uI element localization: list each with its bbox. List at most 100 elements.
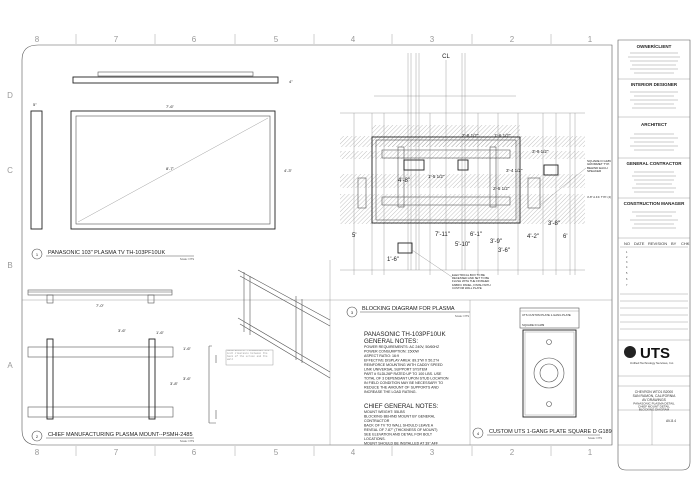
svg-text:4: 4 <box>626 266 628 269</box>
svg-text:1'-6 1/2": 1'-6 1/2" <box>494 133 511 138</box>
zone-label: 5 <box>274 35 279 44</box>
electrical-box <box>397 242 413 254</box>
svg-text:SEE ELEVATION AND DETAIL FOR B: SEE ELEVATION AND DETAIL FOR BOLT <box>364 433 433 437</box>
view-dividers <box>22 260 612 445</box>
uts-globe-logo <box>624 346 636 358</box>
svg-text:BY: BY <box>671 241 677 246</box>
view-number-bubble <box>31 248 43 260</box>
zone-label: 8 <box>35 35 40 44</box>
zone-ruler: 8 7 6 5 4 3 2 1 8 7 6 5 4 3 2 1 D C B A <box>7 34 593 457</box>
svg-text:4'-8": 4'-8" <box>398 178 410 184</box>
zone-label: 3 <box>430 35 435 44</box>
zone-label: 1 <box>588 448 593 457</box>
svg-text:3'-9 1/2": 3'-9 1/2" <box>532 149 549 154</box>
svg-text:TOTAL OF 3 DEPENDANT UPON STUD: TOTAL OF 3 DEPENDANT UPON STUD LOCATION <box>364 377 449 381</box>
svg-text:BACK OF TV TO WALL SHOULD LEAV: BACK OF TV TO WALL SHOULD LEAVE A <box>364 424 434 428</box>
svg-text:DATE: DATE <box>634 241 645 246</box>
notes-heading: CHIEF GENERAL NOTES: <box>364 403 439 410</box>
grommet-ring <box>533 357 565 389</box>
svg-text:CHK: CHK <box>681 241 690 246</box>
svg-text:POWER CONSUMPTION: 1500W: POWER CONSUMPTION: 1500W <box>364 350 420 354</box>
dimension-label: 3'-8" <box>170 381 179 386</box>
zone-label: 4 <box>351 448 356 457</box>
zone-label: 8 <box>35 448 40 457</box>
svg-text:5: 5 <box>626 272 628 275</box>
section-heading: INTERIOR DESIGNER <box>631 82 678 87</box>
drawing-title: PANASONIC PLASMA DETAIL <box>633 402 675 406</box>
svg-text:CONTRACTOR: CONTRACTOR <box>364 419 390 423</box>
title-block: OWNER/CLIENT INTERIOR DESIGNER ARCHITECT… <box>617 39 691 471</box>
notes-heading: GENERAL NOTES: <box>364 338 418 345</box>
outlet-box <box>457 159 469 171</box>
svg-text:6': 6' <box>563 234 567 240</box>
dimension-label: 7'-6" <box>166 104 175 109</box>
zone-label: 4 <box>351 35 356 44</box>
svg-text:REVEAL OF 7.87" (THICKNESS OF: REVEAL OF 7.87" (THICKNESS OF MOUNT) <box>364 428 437 432</box>
plasma-outline <box>371 136 521 224</box>
view-number-bubble <box>346 306 358 318</box>
zone-label: 5 <box>274 448 279 457</box>
blocking-band <box>340 194 585 224</box>
view-title: CHIEF MANUFACTURING PLASMA MOUNT--PSMH-2… <box>48 432 193 438</box>
svg-text:MOUNT WEIGHT: 55LBS: MOUNT WEIGHT: 55LBS <box>364 410 405 414</box>
company-logo: UTS <box>640 345 670 362</box>
tv-side-view <box>30 110 43 230</box>
view-number: 3 <box>351 310 354 315</box>
svg-text:SQUARE D G189: SQUARE D G189 <box>522 323 545 327</box>
svg-text:5'-10": 5'-10" <box>455 242 470 248</box>
svg-text:1: 1 <box>626 251 628 254</box>
contact-lines <box>628 52 680 229</box>
view-number-bubble <box>31 430 43 442</box>
drawing-border <box>21 44 613 446</box>
view-scale: Scale: NTS <box>180 439 194 443</box>
view-mount: 7'-0" 3'-6" 1'-6" 3'-6" 3'-8" 1'-6" Manu… <box>27 269 331 443</box>
tv-front-view <box>70 110 276 230</box>
mount-note-box <box>225 349 274 366</box>
dimension-label: 8'-7" <box>166 166 175 171</box>
svg-text:NO: NO <box>624 241 630 246</box>
mount-top-view <box>27 289 173 296</box>
tv-top-view <box>72 76 279 84</box>
dimension-label: 1'-6" <box>183 346 192 351</box>
view-title: BLOCKING DIAGRAM FOR PLASMA <box>362 306 455 312</box>
company-name: Unified Technology Services, Inc. <box>630 361 674 365</box>
section-heading: GENERAL CONTRACTOR <box>626 161 682 166</box>
svg-text:LOCATIONS.: LOCATIONS. <box>364 437 386 441</box>
zone-label: A <box>7 361 13 370</box>
svg-text:1'-5 1/2": 1'-5 1/2" <box>428 174 445 179</box>
svg-text:1'-6": 1'-6" <box>387 257 399 263</box>
sheet-number: AV-8.4 <box>666 419 676 423</box>
svg-text:3'-4 1/2": 3'-4 1/2" <box>506 168 523 173</box>
grommet-callout: SQUARE D G189 GROMMET TYP. BEHIND EACH S… <box>587 160 611 174</box>
svg-text:3'-9": 3'-9" <box>490 239 502 245</box>
view-tv: 7'-6" 4'-3" 8'-7" 5" 4" 1 PANASONIC 103"… <box>30 71 293 261</box>
centerline-label: CL <box>442 54 450 60</box>
dimension-label: 3'-6" <box>183 376 192 381</box>
svg-text:3'-6": 3'-6" <box>498 248 510 254</box>
mount-side-view <box>208 345 217 424</box>
svg-text:REINFORCE MOUNTING WITH CADDY: REINFORCE MOUNTING WITH CADDY SPEED <box>364 363 443 367</box>
outlet-box <box>403 159 425 171</box>
view-number: 2 <box>36 434 39 439</box>
view-title: PANASONIC 103" PLASMA TV TH-103PF10UK <box>48 250 166 256</box>
electrical-callout: ELECTRICAL BOX TO BE RECESSED AND SET TO… <box>452 274 491 290</box>
drawing-title: CHIEF MOUNT DETAIL <box>638 405 670 409</box>
section-heading: CONSTRUCTION MANAGER <box>624 201 685 206</box>
revision-table: NO DATE REVISION BY CHK 1 2 3 4 5 6 7 <box>620 241 690 330</box>
svg-text:2: 2 <box>626 256 628 259</box>
svg-text:6: 6 <box>626 278 628 281</box>
svg-text:7'-11": 7'-11" <box>435 232 450 238</box>
grommet-box <box>543 164 559 176</box>
dimension-label: 5" <box>33 102 37 107</box>
zone-label: D <box>7 91 13 100</box>
svg-text:REVISION: REVISION <box>648 241 667 246</box>
zone-label: 1 <box>588 35 593 44</box>
view-number: 4 <box>477 431 480 436</box>
svg-text:4'-2": 4'-2" <box>527 234 539 240</box>
zone-label: B <box>7 261 12 270</box>
dimension-label: 3'-6" <box>118 328 127 333</box>
zone-label: C <box>7 166 13 175</box>
speaker-outline <box>527 177 541 209</box>
blocking-band <box>340 151 585 159</box>
